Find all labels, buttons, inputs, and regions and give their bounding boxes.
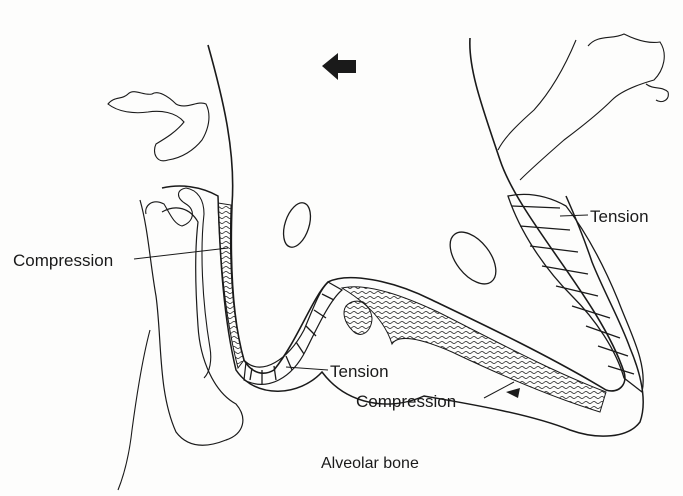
- compression-lobe: [344, 301, 372, 334]
- leader-tick-bottom: [506, 388, 520, 398]
- label-compression-left: Compression: [13, 252, 113, 269]
- gingiva-upper-right: [498, 34, 668, 180]
- pulp-canal-left: [278, 199, 315, 250]
- movement-arrow-icon: [322, 53, 356, 80]
- leader-tension-right: [560, 215, 588, 216]
- gingiva-upper-left: [108, 92, 209, 161]
- label-alveolar-bone: Alveolar bone: [321, 456, 419, 472]
- alveolar-bone-lower-edge: [118, 330, 150, 490]
- pulp-canal-right: [441, 224, 505, 292]
- label-tension-middle: Tension: [330, 363, 389, 380]
- leader-compression-left: [134, 248, 228, 259]
- label-compression-bottom: Compression: [356, 393, 456, 410]
- leader-compression-bottom: [484, 382, 514, 398]
- label-tension-right: Tension: [590, 208, 649, 225]
